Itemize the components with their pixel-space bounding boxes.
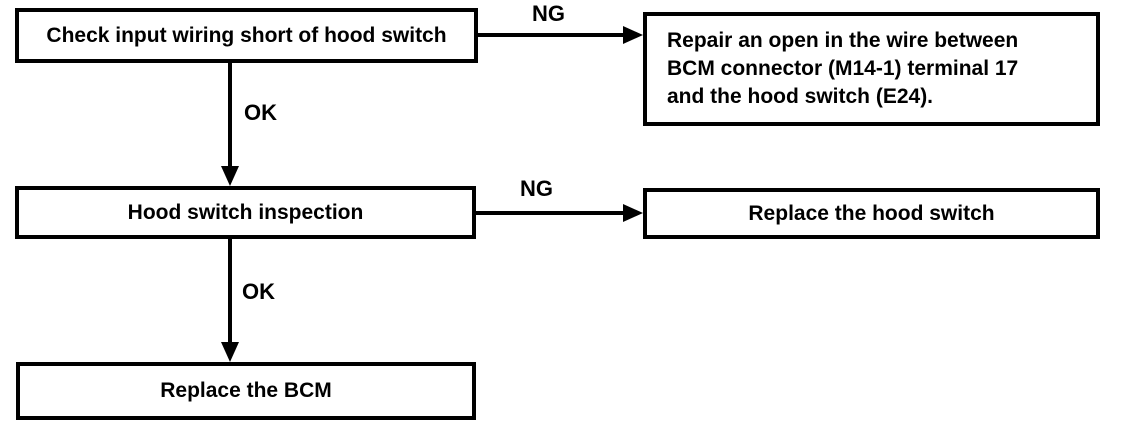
node-hood-switch-inspection: Hood switch inspection bbox=[15, 186, 476, 239]
edge-ok-2-line bbox=[228, 239, 232, 344]
edge-ng-1-line bbox=[478, 33, 625, 37]
edge-ok-1-line bbox=[228, 63, 232, 170]
node-repair-open-wire-label: Repair an open in the wire between BCM c… bbox=[667, 29, 1019, 108]
edge-ok-1-label: OK bbox=[244, 100, 277, 125]
node-replace-hood-switch-label: Replace the hood switch bbox=[748, 201, 995, 225]
edge-ng-2-arrowhead-icon bbox=[623, 204, 643, 222]
edge-ok-1-arrowhead-icon bbox=[221, 166, 239, 186]
edge-ng-1-arrowhead-icon bbox=[623, 26, 643, 44]
node-hood-switch-inspection-label: Hood switch inspection bbox=[127, 200, 364, 224]
edge-ng-2-line bbox=[476, 211, 623, 215]
node-check-input-wiring-label: Check input wiring short of hood switch bbox=[46, 23, 447, 47]
node-replace-hood-switch: Replace the hood switch bbox=[643, 188, 1100, 239]
node-repair-open-wire: Repair an open in the wire between BCM c… bbox=[643, 12, 1100, 126]
node-replace-bcm-label: Replace the BCM bbox=[160, 379, 332, 402]
edge-ok-2-arrowhead-icon bbox=[221, 342, 239, 362]
edge-ng-2-label: NG bbox=[520, 176, 553, 201]
node-replace-bcm: Replace the BCM bbox=[16, 362, 476, 420]
edge-ok-2-label: OK bbox=[242, 279, 275, 304]
node-check-input-wiring: Check input wiring short of hood switch bbox=[15, 8, 478, 63]
edge-ng-1-label: NG bbox=[532, 1, 565, 26]
